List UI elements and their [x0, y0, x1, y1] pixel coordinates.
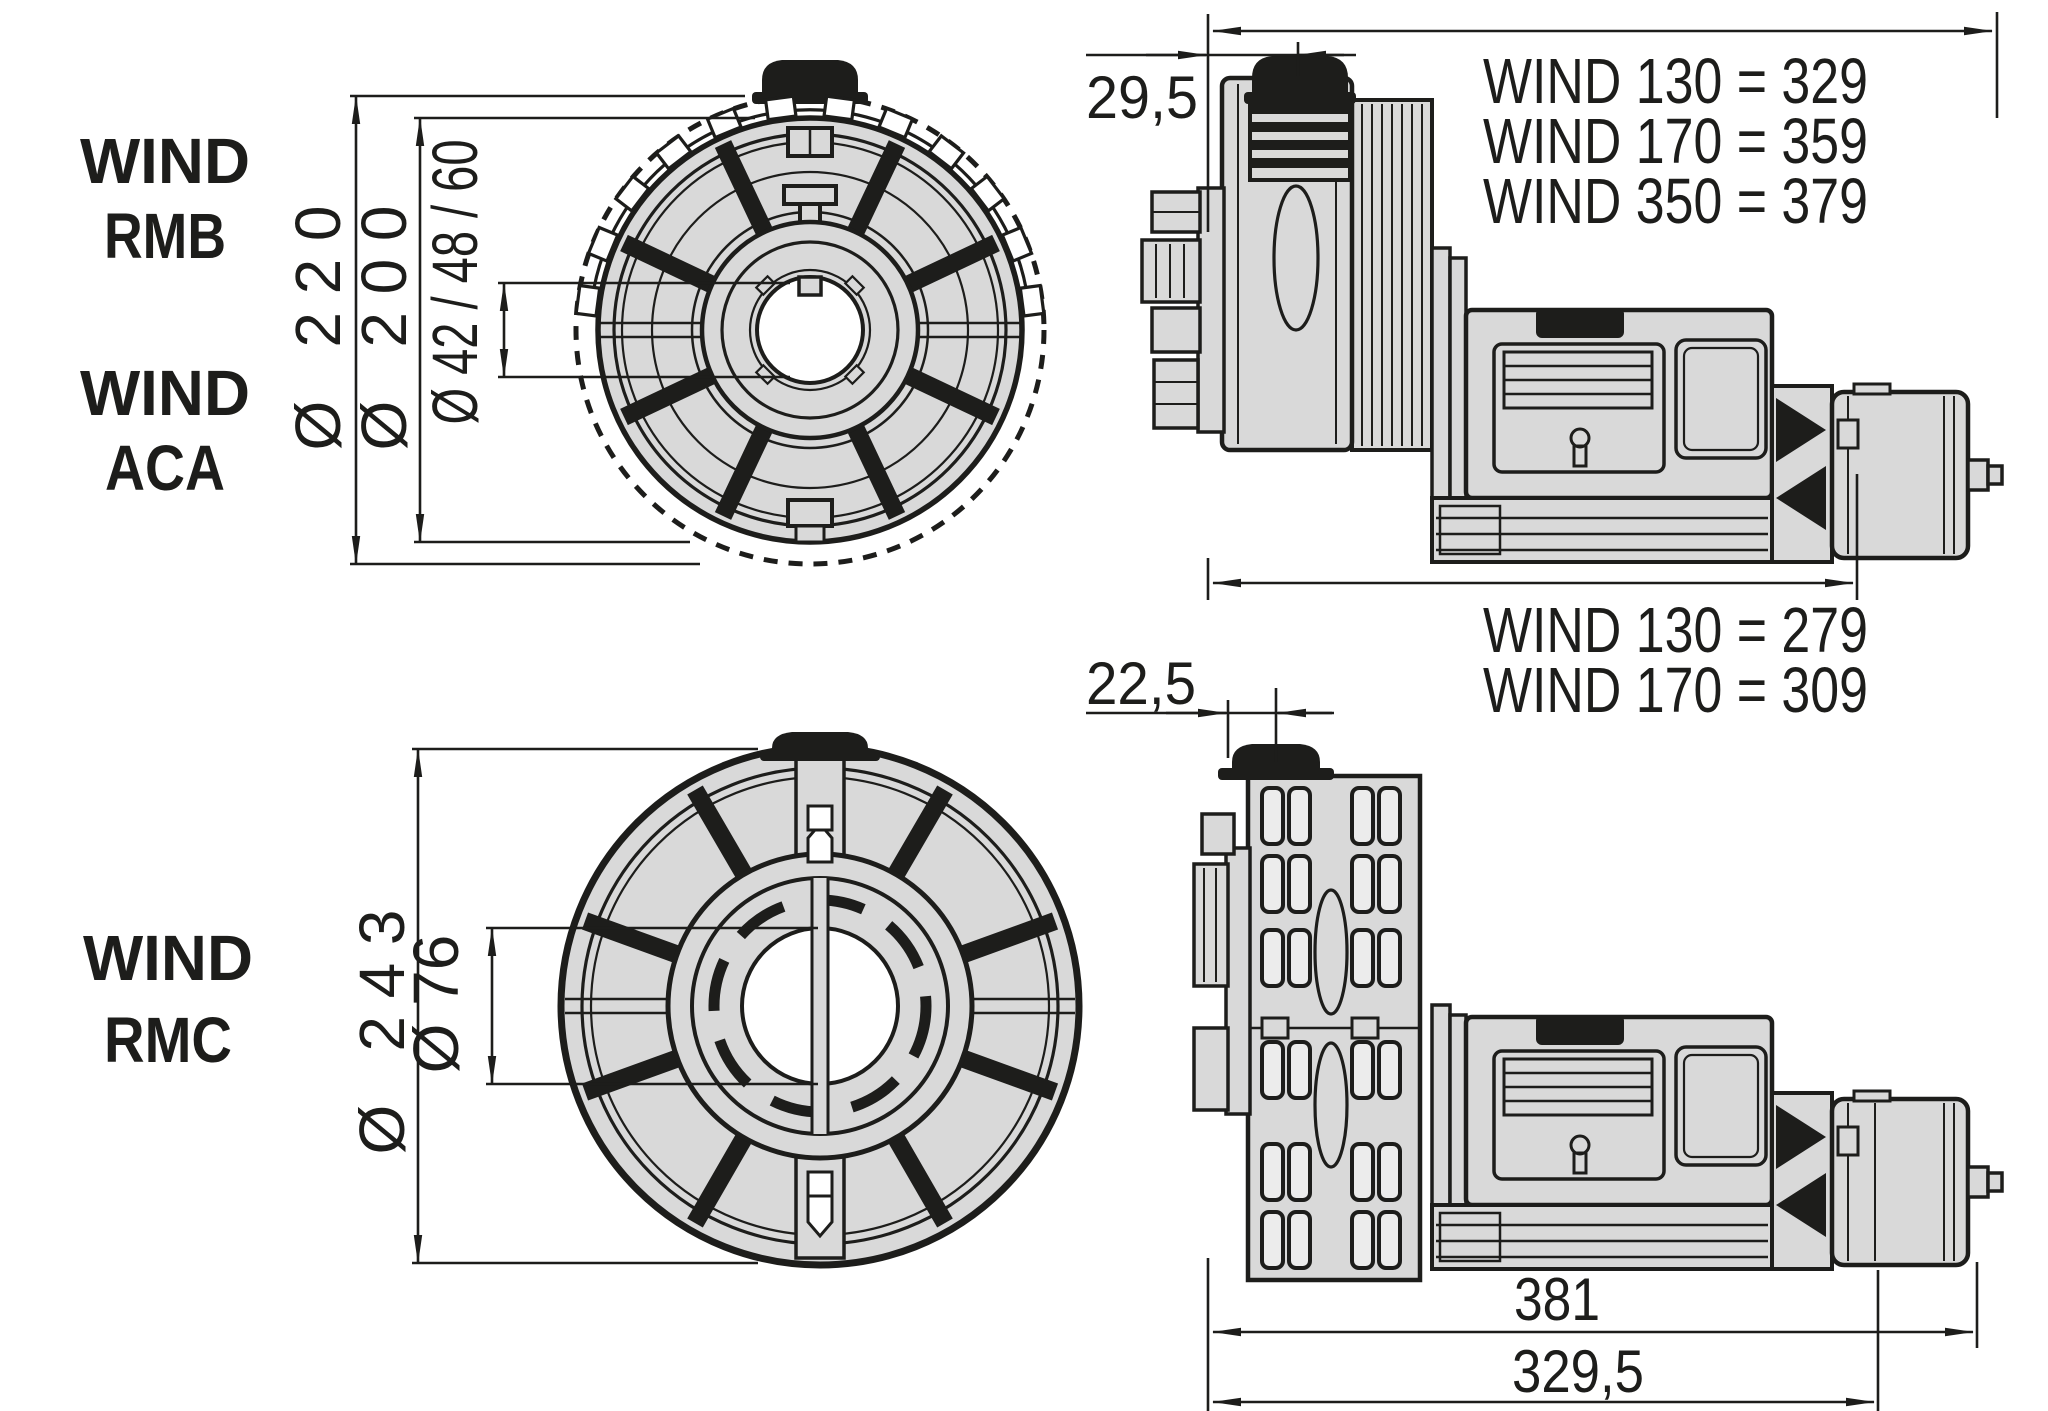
clamp-blocks-rmb — [1140, 186, 1226, 434]
hub-rmb — [699, 219, 921, 441]
dim-text-22-5: 22,5 — [1086, 650, 1196, 717]
gearbox-rmc — [1463, 1014, 1775, 1208]
length-table-bottom: WIND 130 = 279 WIND 170 = 309 — [1483, 594, 1868, 726]
bevel-coupling-rmb — [1770, 384, 1834, 564]
bolts-rmb — [782, 126, 838, 544]
clamp-blocks-rmc — [1192, 812, 1252, 1116]
end-motor-rmc — [1829, 1089, 2004, 1268]
cap-rmb-front — [752, 60, 868, 104]
shaft-rmb — [1966, 458, 1990, 492]
side-view-rmc — [1192, 744, 2004, 1283]
dim-text-76: Ø 76 — [400, 935, 472, 1074]
dim-text-381: 381 — [1514, 1266, 1600, 1333]
center-bar-rmc — [812, 878, 828, 1134]
label-wind-aca-line2: ACA — [105, 432, 225, 504]
dim-text-200: Ø 200 — [348, 206, 420, 451]
length-wind130-body: WIND 130 = 279 — [1483, 594, 1868, 666]
label-wind-rmb-line1: WIND — [80, 125, 250, 197]
dimensions-side-rmb: 29,5 WIND 130 = 329 WIND 170 = 359 WIND … — [1086, 12, 1999, 726]
bevel-coupling-rmc — [1770, 1091, 1834, 1271]
product-labels: WIND RMB WIND ACA WIND RMC — [80, 125, 253, 1076]
dim-text-220: Ø 220 — [282, 206, 354, 451]
side-view-rmb — [1140, 56, 2004, 564]
lower-housing-rmb — [1430, 496, 1774, 564]
end-motor-rmb — [1829, 382, 2004, 561]
keyway-rmb — [797, 275, 823, 297]
length-wind170-body: WIND 170 = 309 — [1483, 654, 1868, 726]
label-wind-rmb-line2: RMB — [104, 200, 226, 272]
length-wind350-overall: WIND 350 = 379 — [1483, 165, 1868, 237]
lower-housing-rmc — [1430, 1203, 1774, 1271]
front-view-rmc — [557, 732, 1083, 1269]
crown-teeth-rmb — [574, 94, 1046, 318]
length-wind130-overall: WIND 130 = 329 — [1483, 45, 1868, 117]
length-wind170-overall: WIND 170 = 359 — [1483, 105, 1868, 177]
gearbox-rmb — [1463, 307, 1775, 501]
hub-rmc — [665, 851, 975, 1161]
shaft-rmc — [1966, 1165, 1990, 1199]
label-wind-aca-line1: WIND — [80, 357, 250, 429]
cap-rmb-side — [1244, 56, 1356, 182]
flutes-rmb — [1361, 104, 1423, 446]
label-wind-rmc-line2: RMC — [104, 1004, 232, 1076]
dimensions-side-rmc: 22,5 381 329,5 — [1086, 650, 1979, 1411]
dim-text-bore-rmb: Ø 42 / 48 / 60 — [419, 140, 491, 425]
dim-text-329-5: 329,5 — [1512, 1338, 1644, 1405]
cap-rmc-front — [760, 732, 880, 761]
spokes-rmb — [620, 140, 1000, 520]
front-view-rmb — [573, 60, 1047, 567]
dim-text-29-5: 29,5 — [1086, 64, 1198, 131]
label-wind-rmc-line1: WIND — [83, 922, 253, 994]
length-table-top: WIND 130 = 329 WIND 170 = 359 WIND 350 =… — [1483, 45, 1868, 237]
